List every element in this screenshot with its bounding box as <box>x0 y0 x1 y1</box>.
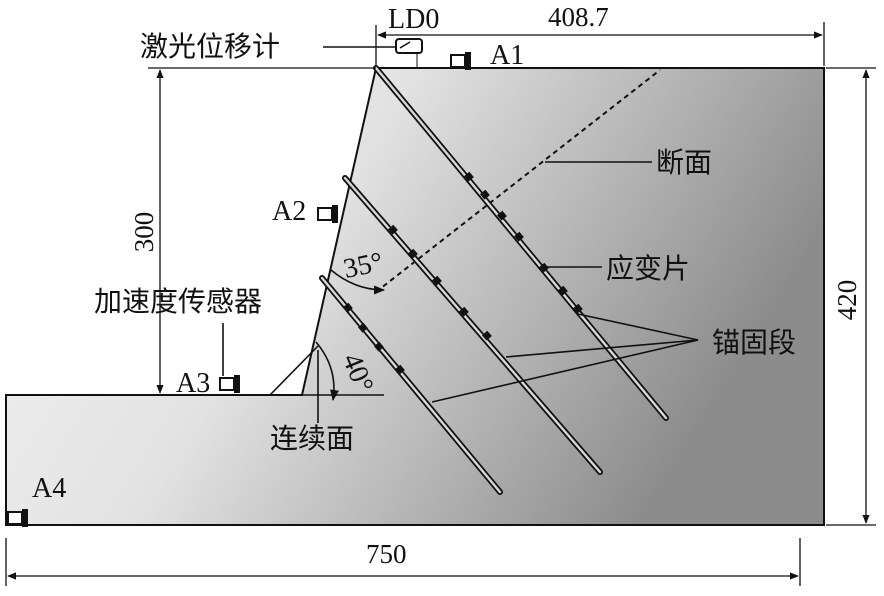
slope-height-label: 300 <box>129 212 159 253</box>
accelerometer-a2-icon <box>317 205 338 223</box>
anchor-bar-2 <box>342 175 603 475</box>
a3-label: A3 <box>176 368 210 399</box>
angle-40-arc <box>315 341 339 402</box>
top-width-label: 408.7 <box>548 2 609 32</box>
continuous-face-line-inclined <box>269 345 319 396</box>
anchor-leader-3 <box>431 339 699 403</box>
accelerometer-a1-icon <box>450 52 471 70</box>
strain-gauge-label: 应变片 <box>606 252 690 285</box>
top-width-dimension <box>375 22 825 66</box>
laser-sensor-icon <box>395 38 423 68</box>
total-height-dimension <box>826 67 876 526</box>
ld0-label: LD0 <box>388 4 439 35</box>
base-width-dimension <box>5 538 801 586</box>
laser-displacement-label: 激光位移计 <box>140 30 280 63</box>
anchor-leader-1 <box>577 313 699 341</box>
a2-label: A2 <box>272 196 306 227</box>
base-width-label: 750 <box>366 539 407 569</box>
slope-height-dimension <box>148 67 376 394</box>
accelerometer-a4-icon <box>7 509 28 527</box>
continuous-face-label: 连续面 <box>270 422 354 455</box>
anchor-segment-label: 锚固段 <box>712 326 796 359</box>
accelerometer-a3-icon <box>219 375 240 393</box>
angle-35-arc <box>330 269 386 295</box>
a4-label: A4 <box>32 473 66 504</box>
anchor-leader-2 <box>505 339 699 358</box>
anchor-bar-3 <box>319 275 503 495</box>
total-height-label: 420 <box>832 280 862 321</box>
a1-label: A1 <box>490 40 524 71</box>
section-dashed-line <box>375 69 661 293</box>
section-label: 断面 <box>656 146 712 179</box>
accelerometer-label: 加速度传感器 <box>94 285 262 318</box>
anchor-bar-1 <box>373 65 669 421</box>
